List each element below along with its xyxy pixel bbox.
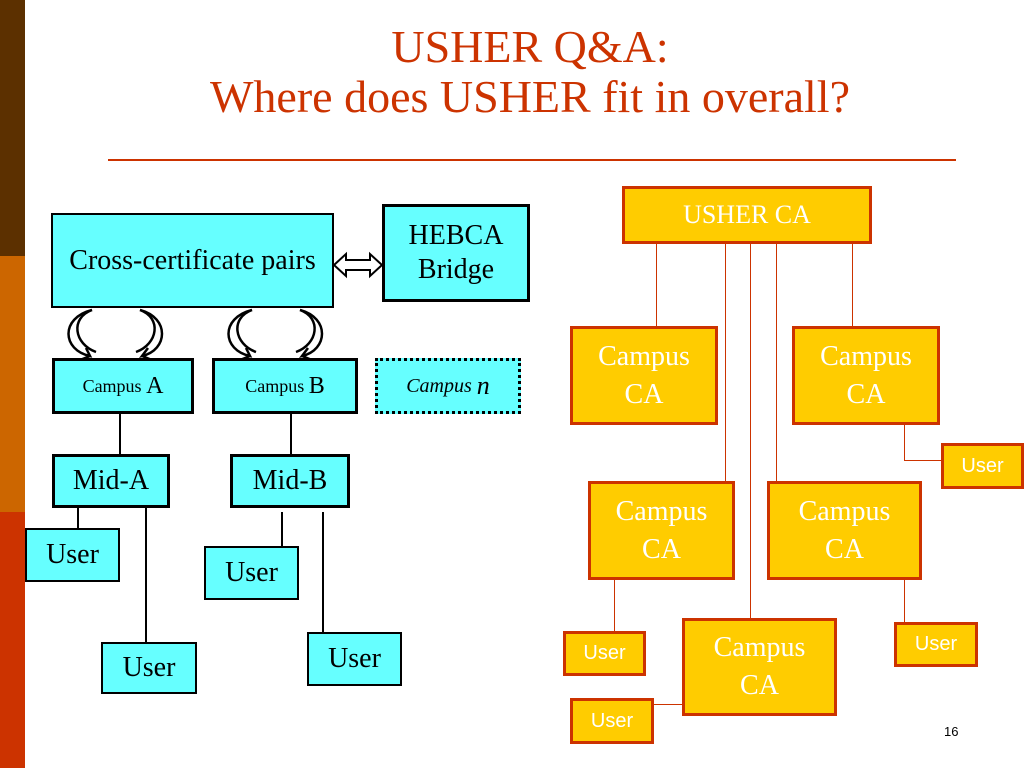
slide-title: USHER Q&A: Where does USHER fit in overa… [60,22,1000,122]
user-label: User [122,652,176,683]
ca-label: CA [740,670,779,701]
user-box-right-4: User [570,698,654,744]
user-box-4: User [307,632,402,686]
user-label: User [46,539,99,570]
user-box-1: User [25,528,120,582]
ca-label: CA [642,533,681,565]
slide-title-line1: USHER Q&A: [391,21,669,72]
campus-label: Campus [713,632,806,663]
curved-arrows-icon [67,308,324,362]
bidirectional-arrow-icon [332,251,384,279]
campus-ca-box-1: Campus CA [570,326,718,425]
decor-stripe-top [0,0,25,256]
ca-label: CA [825,533,864,565]
campus-ca-box-2: Campus CA [792,326,940,425]
campus-b-box: Campus B [212,358,358,414]
campus-label: Campus [598,340,690,372]
hebca-bridge-box: HEBCA Bridge [382,204,530,302]
user-box-right-3: User [894,622,978,667]
user-label: User [914,633,958,655]
ca-label: CA [624,378,664,410]
cross-cert-label: Cross-certificate pairs [69,244,316,276]
connector-line [904,460,942,461]
connector-line [322,512,324,632]
user-label: User [961,454,1004,477]
mid-b-box: Mid-B [230,454,350,508]
campus-label: Campus [798,495,891,527]
cross-cert-pairs-box: Cross-certificate pairs [51,213,334,308]
mid-a-box: Mid-A [52,454,170,508]
connector-line [145,508,147,642]
campus-ca-box-5: Campus CA [682,618,837,716]
connector-line [290,414,292,454]
connector-line [656,243,657,328]
connector-line [119,414,121,454]
campus-b-letter: B [308,372,325,399]
user-label: User [583,642,626,664]
user-label: User [328,643,381,674]
campus-a-box: Campus A [52,358,194,414]
user-box-3: User [101,642,197,694]
ca-label: CA [846,378,886,410]
connector-line [904,579,905,623]
connector-line [614,579,615,631]
title-divider [108,159,956,161]
connector-line [852,243,853,328]
user-label: User [590,709,634,732]
usher-ca-label: USHER CA [683,200,811,229]
connector-line [725,243,726,481]
campus-a-letter: A [146,372,164,399]
campus-n-prefix: Campus [406,374,477,397]
connector-line [281,512,283,546]
connector-line [904,424,905,460]
decor-stripe-middle [0,256,25,512]
usher-ca-box: USHER CA [622,186,872,244]
campus-label: Campus [615,495,708,527]
user-box-2: User [204,546,299,600]
campus-n-letter: n [476,371,490,400]
connector-line [654,704,682,705]
campus-ca-box-3: Campus CA [588,481,735,580]
campus-b-prefix: Campus [245,375,309,396]
mid-a-label: Mid-A [72,465,150,496]
page-number: 16 [944,724,959,739]
user-box-right-2: User [563,631,646,676]
decor-stripe-bottom [0,512,25,768]
mid-b-label: Mid-B [252,465,328,496]
user-label: User [225,557,278,588]
campus-n-box: Campus n [375,358,521,414]
connector-line [77,508,79,528]
bridge-label: Bridge [417,254,495,285]
campus-a-prefix: Campus [82,375,147,396]
hebca-label: HEBCA [408,220,504,251]
campus-label: Campus [820,340,912,372]
connector-line [776,243,777,481]
user-box-right-1: User [941,443,1024,489]
slide-title-line2: Where does USHER fit in overall? [210,71,850,122]
connector-line [750,243,751,619]
campus-ca-box-4: Campus CA [767,481,922,580]
